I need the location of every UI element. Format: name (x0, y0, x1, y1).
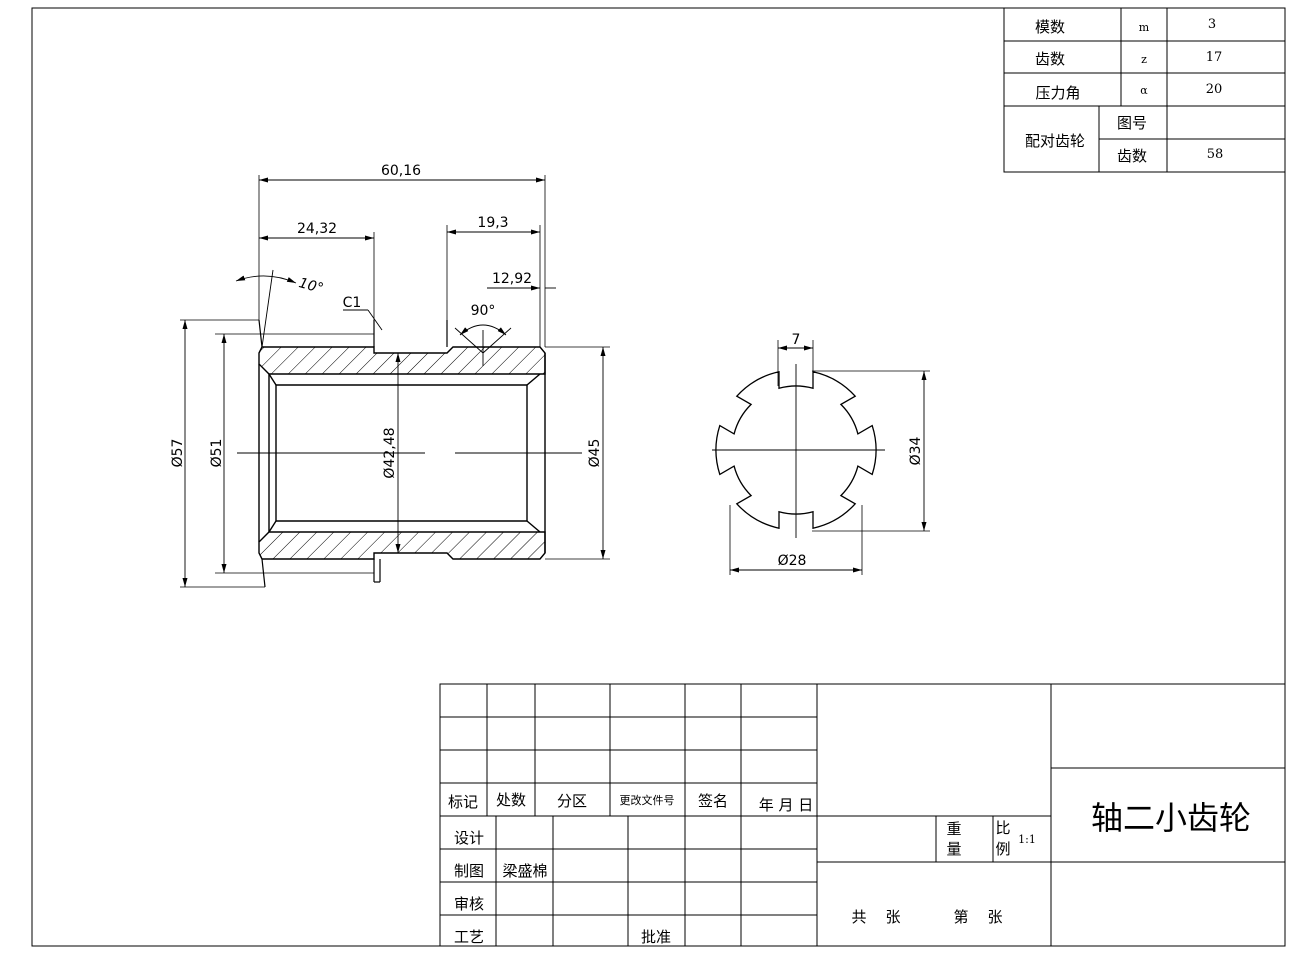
end-view-extension-lines (729, 340, 930, 575)
role-review: 审核 (454, 895, 484, 913)
scale-value: 1:1 (1018, 833, 1036, 846)
sheets-total-label: 共 张 (851, 908, 900, 926)
scale-label-line1: 比 (995, 819, 1010, 837)
section-dimension-texts: 60,16 24,32 19,3 12,92 10° C1 90° Ø57 Ø5… (170, 163, 603, 479)
rev-header-zone: 分区 (557, 792, 587, 810)
dia-spline-minor-label: Ø28 (778, 553, 807, 569)
rev-header-signature: 签名 (698, 792, 728, 810)
dim-left-step: 24,32 (297, 221, 337, 237)
dimension-lines (182, 177, 606, 587)
rev-header-date: 年 月 日 (759, 796, 814, 814)
mating-gear-label: 配对齿轮 (1025, 132, 1085, 150)
role-design: 设计 (454, 829, 484, 847)
section-view: 60,16 24,32 19,3 12,92 10° C1 90° Ø57 Ø5… (170, 163, 610, 588)
rev-header-mark: 标记 (448, 793, 478, 811)
weight-label-line1: 重 (946, 820, 961, 838)
title-block-text: 标记 处数 分区 更改文件号 签名 年 月 日 设计 制图 梁盛棉 审核 工艺 … (448, 791, 1251, 946)
dia-bore-label: Ø42,48 (382, 427, 398, 478)
param-symbol-teeth: z (1141, 53, 1147, 66)
param-symbol-module: m (1139, 21, 1150, 34)
dia-outer-label: Ø57 (170, 439, 186, 468)
mating-teeth-value: 58 (1207, 147, 1224, 162)
dim-total-length: 60,16 (381, 163, 421, 179)
param-value-teeth: 17 (1206, 50, 1223, 65)
title-block-grid (439, 683, 1286, 947)
upper-wall-section (258, 346, 546, 375)
scale-label-line2: 例 (995, 840, 1010, 858)
param-name-pressure-angle: 压力角 (1035, 84, 1080, 102)
lower-wall-section (258, 531, 546, 560)
param-name-module: 模数 (1035, 18, 1065, 36)
angle-chamfer-label: 10° (297, 275, 325, 297)
dim-groove-pos: 19,3 (477, 215, 508, 231)
sheet-number-label: 第 张 (953, 908, 1002, 926)
dia-spline-major-label: Ø34 (908, 436, 924, 465)
drafter-name: 梁盛棉 (502, 862, 547, 880)
rev-header-change-doc: 更改文件号 (620, 793, 675, 807)
dim-right-step: 12,92 (492, 271, 532, 287)
chamfer-label: C1 (343, 295, 362, 311)
rev-header-count: 处数 (496, 791, 526, 809)
angle-groove-label: 90° (471, 303, 496, 319)
param-symbol-pressure-angle: α (1140, 84, 1148, 97)
dim-key-width: 7 (792, 332, 801, 348)
role-draft: 制图 (454, 862, 484, 880)
dia-left-label: Ø51 (209, 439, 225, 468)
angle-90-arc (459, 324, 507, 336)
param-value-pressure-angle: 20 (1206, 82, 1223, 97)
extension-lines (180, 175, 610, 588)
end-view-dimension-lines (730, 345, 927, 573)
role-process: 工艺 (454, 928, 484, 946)
end-view-center-lines (712, 364, 885, 538)
approve-label: 批准 (641, 928, 671, 946)
part-name-title: 轴二小齿轮 (1091, 799, 1251, 837)
gear-parameter-table (1003, 7, 1286, 173)
dia-right-label: Ø45 (587, 439, 603, 468)
param-value-module: 3 (1208, 17, 1216, 32)
param-name-teeth: 齿数 (1035, 50, 1065, 68)
end-view-dimension-texts: 7 Ø34 Ø28 (778, 332, 924, 569)
end-view: 7 Ø34 Ø28 (712, 332, 930, 575)
mating-teeth-label: 齿数 (1117, 147, 1147, 165)
weight-label-line2: 量 (946, 840, 961, 858)
gear-parameter-text: 模数 m 3 齿数 z 17 压力角 α 20 配对齿轮 图号 齿数 58 (1025, 17, 1223, 165)
mating-drawing-no-label: 图号 (1117, 114, 1147, 132)
angle-10-arc (235, 275, 297, 284)
spline-profile (715, 370, 877, 530)
